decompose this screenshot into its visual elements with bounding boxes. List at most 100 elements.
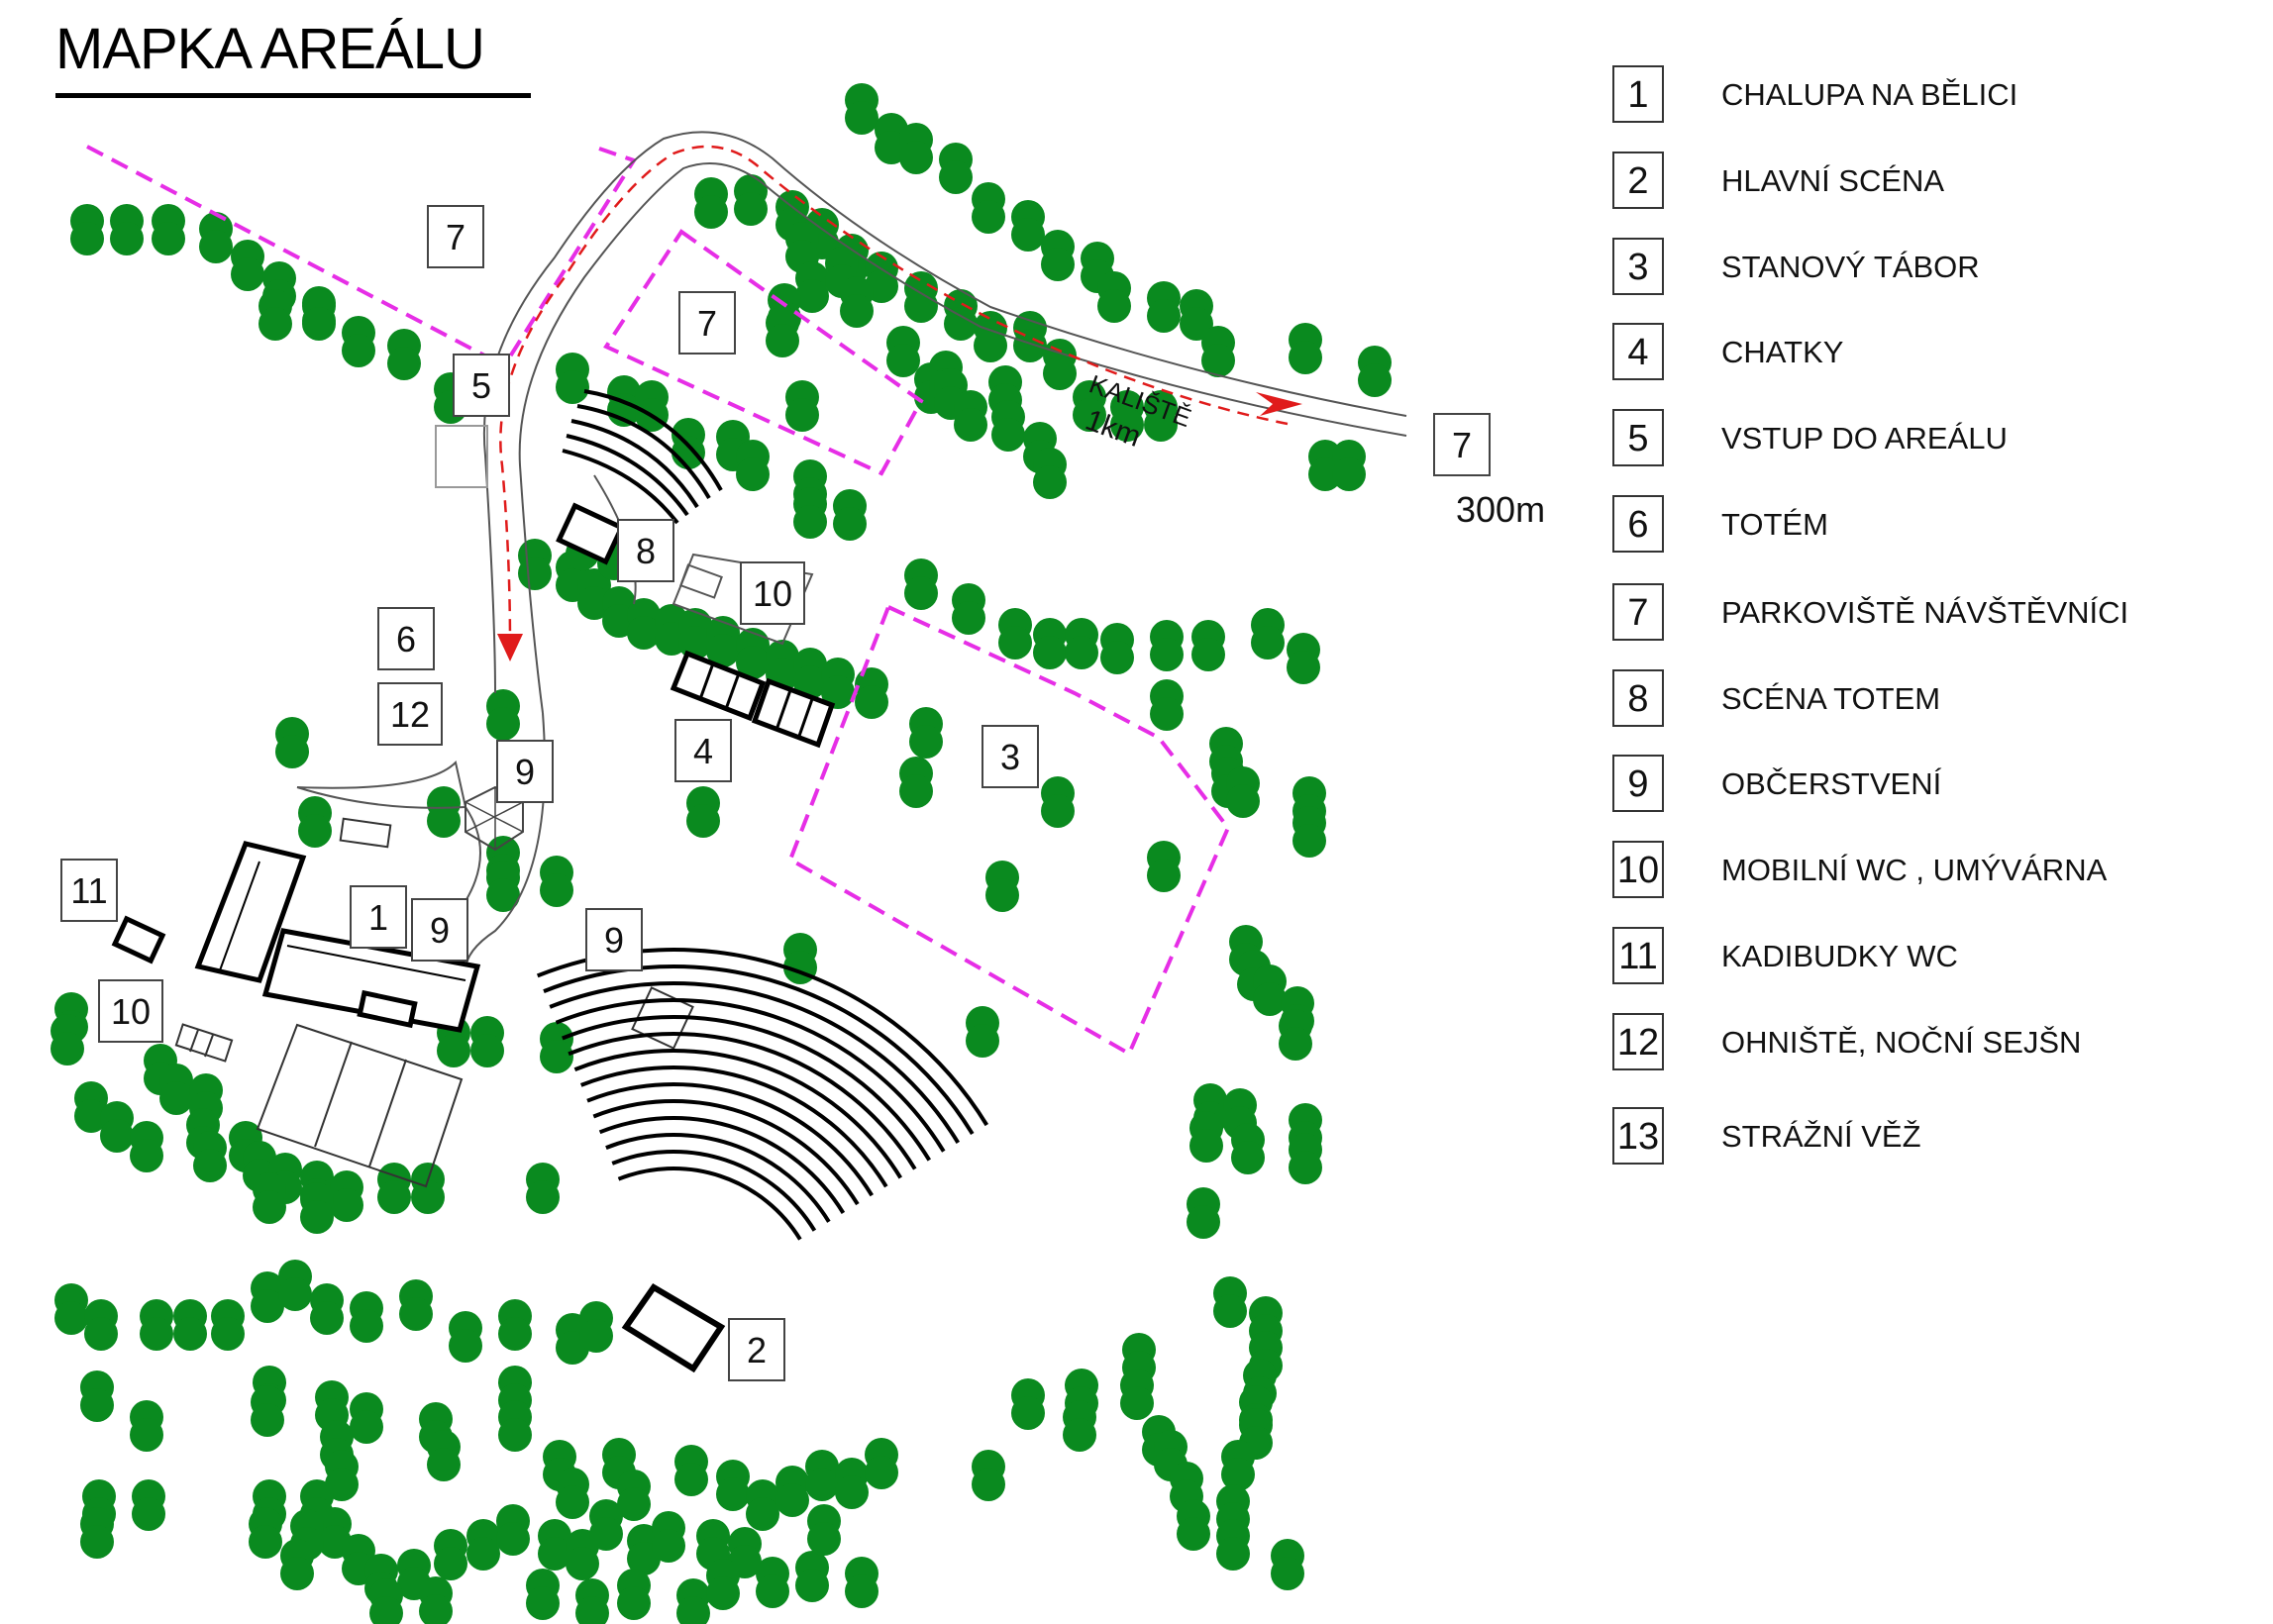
tree-icon [1120, 1369, 1154, 1420]
tree-icon [193, 1131, 227, 1182]
tree-icon [419, 1576, 453, 1624]
legend-number: 1 [1612, 65, 1664, 123]
tree-icon [1216, 1519, 1250, 1571]
tree-icon [746, 1479, 779, 1531]
bleacher-row [592, 1099, 860, 1206]
tree-icon [253, 1172, 286, 1224]
tree-icon [865, 1438, 898, 1489]
tree-icon [579, 1301, 613, 1353]
tree-icon [486, 861, 520, 912]
tree-icon [1271, 1539, 1304, 1590]
bleacher-row [568, 1031, 917, 1170]
tree-icon [617, 1470, 651, 1521]
tree-icon [132, 1479, 165, 1531]
tree-icon [652, 1511, 685, 1563]
tree-icon [377, 1163, 411, 1214]
marker-number: 7 [1452, 425, 1472, 465]
marker-number: 9 [604, 920, 624, 961]
legend-label: OHNIŠTĚ, NOČNÍ SEJŠN [1721, 1025, 2082, 1060]
legend-number: 2 [1612, 152, 1664, 209]
tree-icon [617, 1569, 651, 1620]
tree-icon [904, 558, 938, 610]
map-marker-camp: 3 [982, 725, 1039, 788]
tree-icon [538, 1519, 571, 1571]
parking-zone-center [603, 229, 924, 476]
tree-icon [258, 289, 292, 341]
tree-icon [80, 1370, 114, 1422]
tree-icon [342, 316, 375, 367]
tree-icon [793, 487, 827, 539]
tree-icon [243, 1141, 276, 1192]
tree-icon [251, 1385, 284, 1437]
marker-number: 12 [390, 694, 430, 735]
tree-icon [899, 757, 933, 808]
tree-icon [1144, 390, 1178, 442]
marker-number: 2 [747, 1330, 767, 1370]
legend-number: 12 [1612, 1013, 1664, 1070]
tree-icon [211, 1299, 245, 1351]
tree-icon [496, 1504, 530, 1556]
tree-icon [556, 1468, 589, 1519]
bleacher-row [555, 998, 946, 1153]
tree-icon [1150, 620, 1184, 671]
marker-number: 11 [70, 870, 107, 911]
marker-number: 3 [1000, 737, 1020, 777]
tree-icon [904, 271, 938, 323]
tree-icon [318, 1507, 352, 1559]
tree-icon [70, 204, 104, 255]
chalupa-building [111, 841, 481, 1033]
tree-icon [1041, 776, 1075, 828]
tree-icon [939, 143, 973, 194]
tree-icon [1110, 390, 1144, 442]
tree-icon [411, 1163, 445, 1214]
tree-icon [736, 440, 770, 491]
tree-icon [130, 1121, 163, 1172]
tree-icon [80, 1507, 114, 1559]
map-title: MAPKA AREÁLU [55, 17, 485, 81]
tree-icon [449, 1311, 482, 1363]
tree-icon [540, 856, 573, 907]
tree-icon [275, 717, 309, 768]
tree-icon [369, 1578, 403, 1624]
bleacher-row [611, 1150, 817, 1232]
map-marker-scene-totem: 8 [617, 519, 674, 582]
main-stage-bleachers [536, 948, 989, 1241]
tree-icon [952, 583, 985, 635]
tree-icon [84, 1299, 118, 1351]
legend-number: 4 [1612, 323, 1664, 380]
tree-icon [1063, 1400, 1096, 1452]
tree-icon [1180, 289, 1213, 341]
marker-number: 8 [636, 531, 656, 571]
marker-number: 9 [515, 752, 535, 792]
map-marker-refresh-b: 9 [411, 898, 468, 962]
tree-icon [672, 418, 705, 469]
legend-label: CHATKY [1721, 335, 1844, 369]
map-marker-wc-b: 10 [98, 979, 163, 1043]
tree-icon [736, 628, 770, 679]
tree-icon [199, 212, 233, 263]
tree-icon [1073, 380, 1106, 432]
tree-icon [130, 1400, 163, 1452]
marker-number: 7 [697, 303, 717, 344]
tree-icon [845, 83, 878, 135]
legend-number: 11 [1612, 927, 1664, 984]
legend-number: 5 [1612, 409, 1664, 466]
tree-icon [1187, 1187, 1220, 1239]
tree-icon [399, 1279, 433, 1331]
tree-icon [300, 1182, 334, 1234]
tree-icon [152, 204, 185, 255]
tree-icon [434, 1529, 467, 1580]
tree-icon [1011, 200, 1045, 252]
bleacher-row [586, 1082, 875, 1197]
bleacher-row [617, 1167, 802, 1241]
tree-icon [498, 1400, 532, 1452]
map-marker-refresh-a: 9 [496, 740, 554, 803]
tree-icon [577, 568, 611, 620]
tree-icon [954, 390, 987, 442]
tree-icon [526, 1569, 560, 1620]
tree-icon [470, 1016, 504, 1067]
